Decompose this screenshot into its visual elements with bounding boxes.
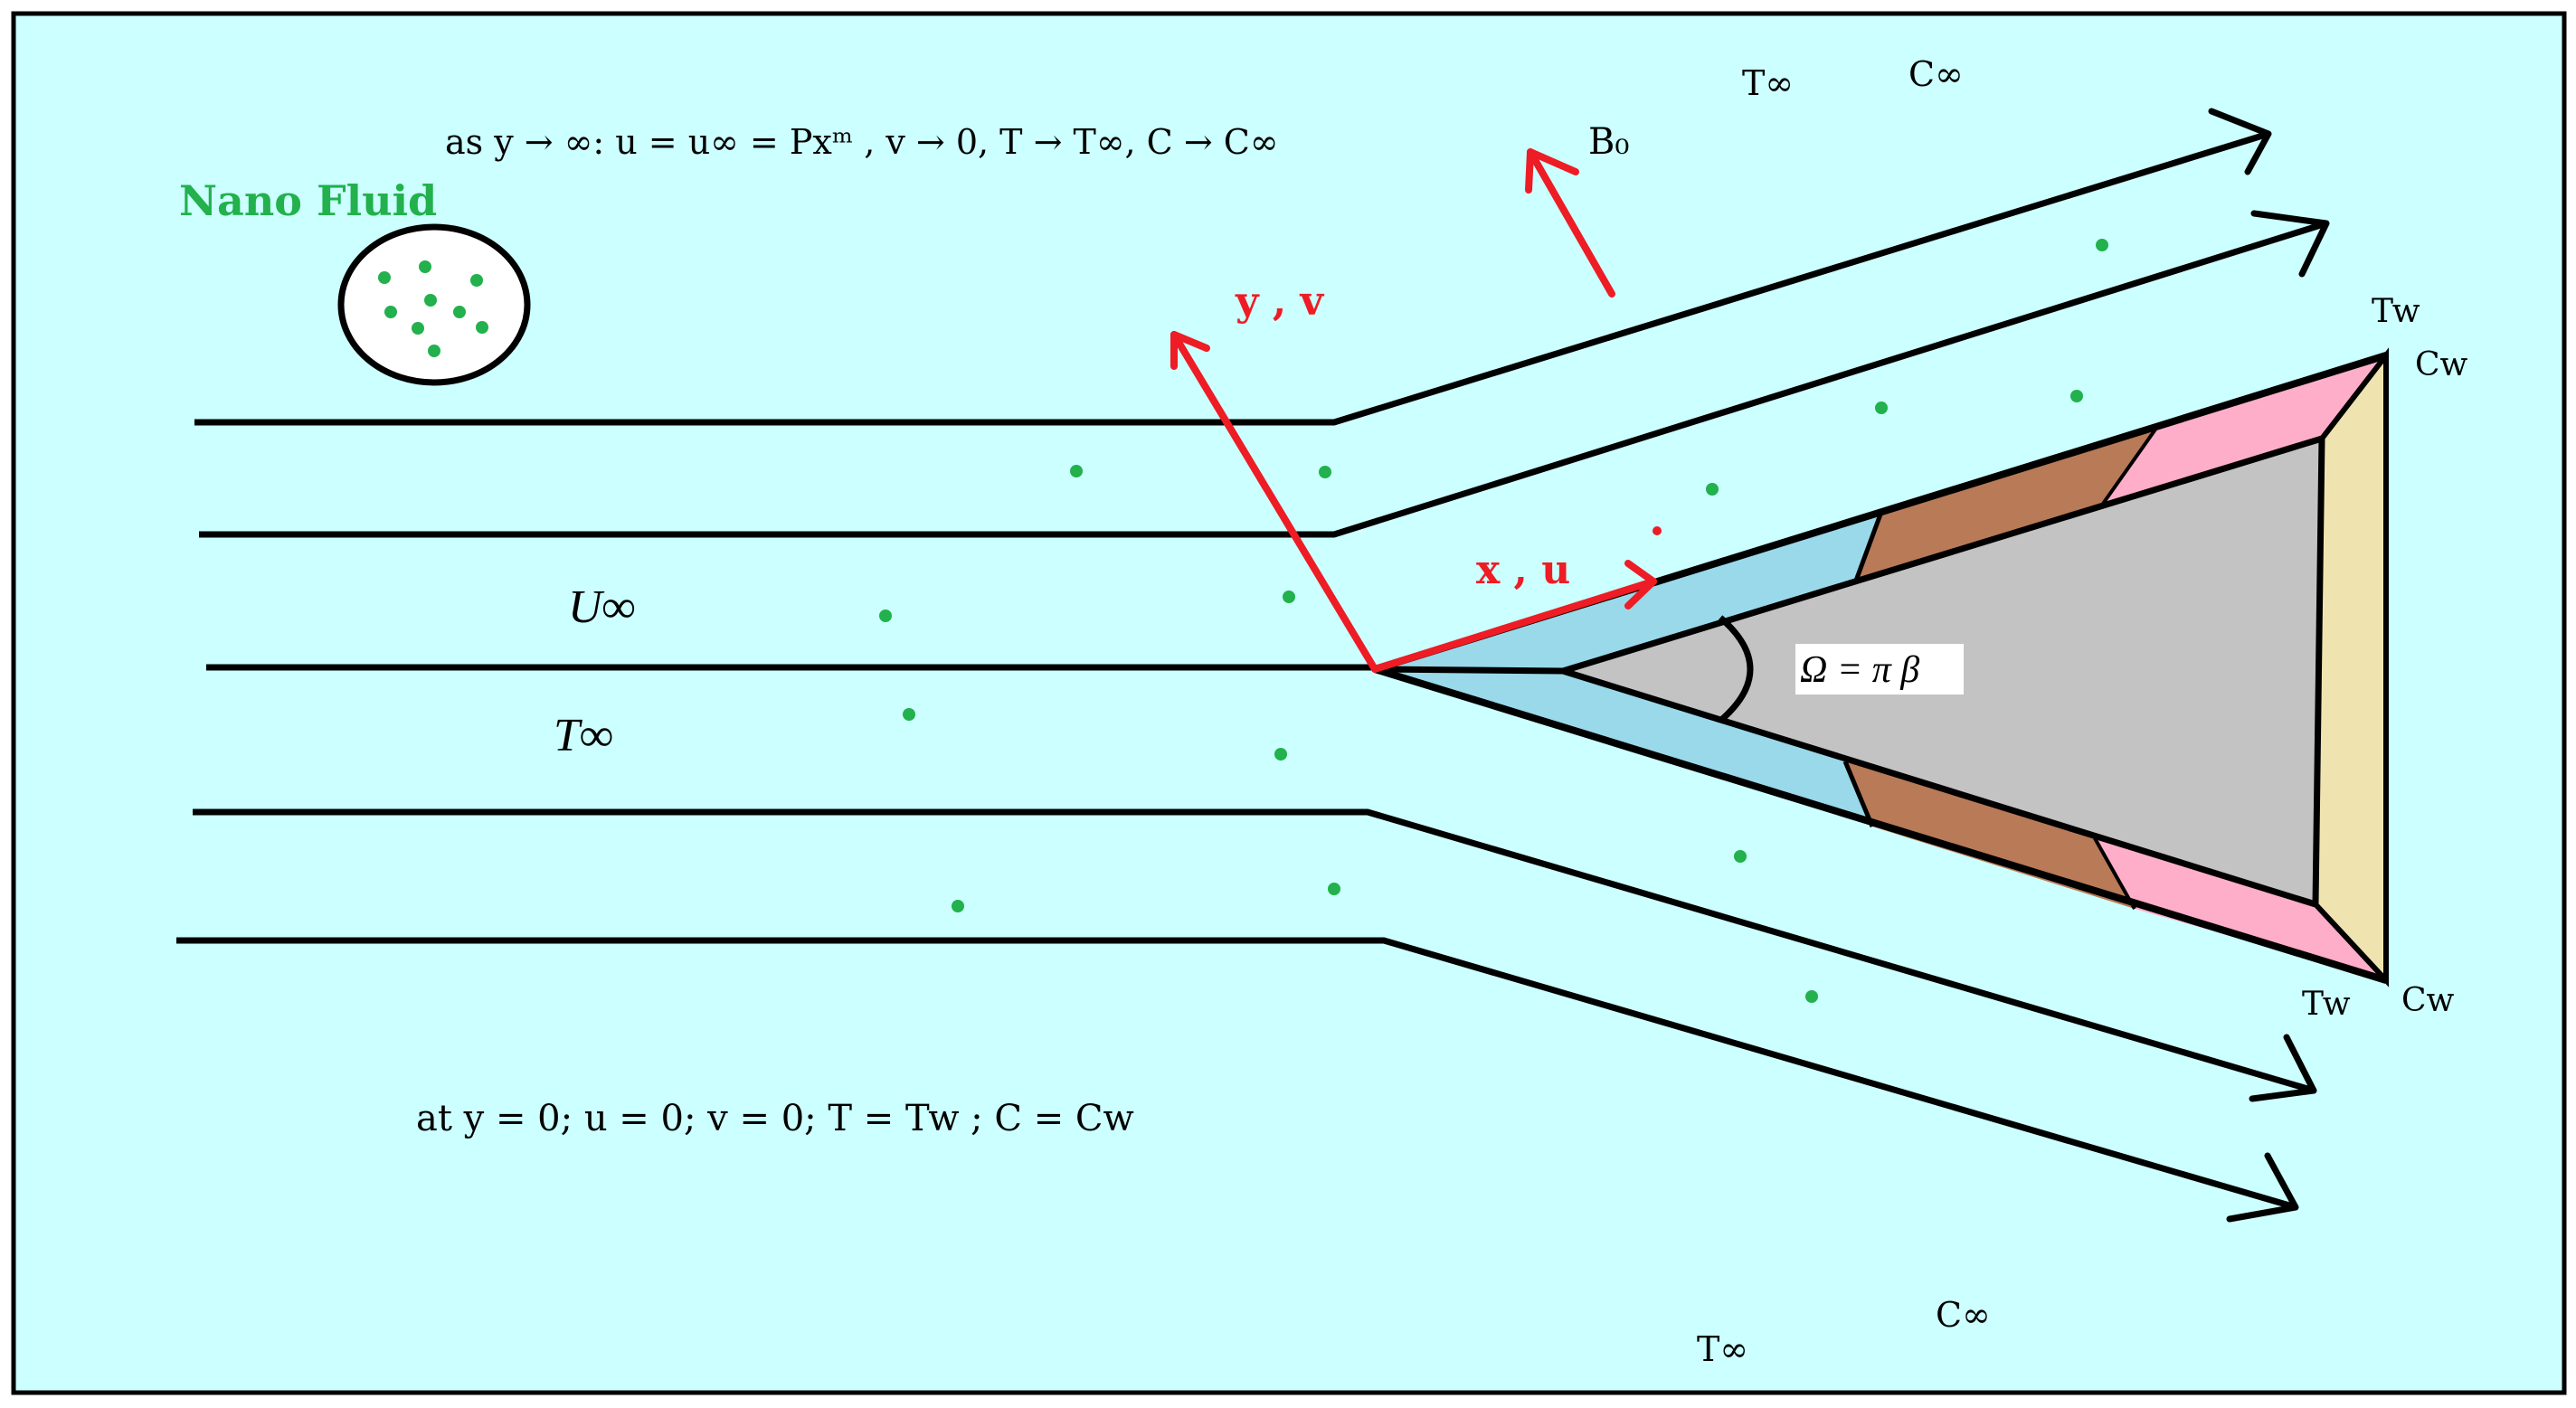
y-axis-label: y , v <box>1235 279 1325 325</box>
magnetic-field-label: B₀ <box>1588 121 1629 163</box>
nanoparticle-dot-icon <box>1283 591 1295 603</box>
streamlines <box>176 130 2328 1211</box>
nanoparticle-dot-icon <box>378 271 391 284</box>
magnetic-field-arrowhead-icon <box>1525 148 1579 194</box>
nanoparticle-dot-icon <box>476 321 488 334</box>
free-stream-temperature-label: T∞ <box>554 710 613 761</box>
wedge-inner-edge <box>1374 434 2325 909</box>
wedge: Ω = π β <box>1373 347 2389 987</box>
far-field-temperature-top: T∞ <box>1742 63 1794 103</box>
nanoparticle-dot-icon <box>952 900 964 912</box>
wall-temperature-top: Tw <box>2372 293 2420 330</box>
streamline-4 <box>193 808 2315 1094</box>
nano-fluid-cluster <box>337 223 531 386</box>
wedge-pink-band-bottom <box>2095 838 2386 980</box>
open-chevron-arrowhead-icon <box>2226 1152 2299 1223</box>
nanoparticle-dot-icon <box>1070 465 1083 477</box>
nano-fluid-label: Nano Fluid <box>179 176 437 225</box>
far-field-concentration-top: C∞ <box>1908 54 1964 94</box>
nanoparticle-dot-icon <box>428 345 440 357</box>
open-chevron-arrowhead-icon <box>2208 108 2272 175</box>
y-axis-line <box>1170 331 1378 673</box>
wedge-pink-band-top <box>2103 355 2386 504</box>
nanoparticle-dot-icon <box>419 260 431 273</box>
free-stream-velocity-label: U∞ <box>568 581 636 633</box>
wall-concentration-top: Cw <box>2415 346 2468 383</box>
nanoparticle-dot-icon <box>1328 883 1340 895</box>
nanoparticle-dot-icon <box>470 274 483 287</box>
far-field-temperature-bottom: T∞ <box>1697 1329 1748 1369</box>
streamline-1 <box>194 130 2270 426</box>
nanoparticle-dot-icon <box>1734 850 1747 863</box>
scattered-nanoparticles <box>879 239 2108 1003</box>
wedge-band-divider <box>2093 837 2136 910</box>
far-field-concentration-bottom: C∞ <box>1936 1295 1991 1335</box>
wedge-angle-arc <box>1718 615 1754 723</box>
y-axis-arrowhead-icon <box>1170 331 1210 370</box>
nanoparticle-dot-icon <box>903 708 915 721</box>
nanoparticle-dot-icon <box>412 322 424 335</box>
streamline-5 <box>176 937 2297 1211</box>
streamline-arrowheads <box>2208 108 2330 1223</box>
wedge-base <box>2312 347 2389 987</box>
wall-temperature-bottom: Tw <box>2302 986 2351 1023</box>
wedge-brown-band-top <box>1856 427 2157 581</box>
coordinate-axes <box>1170 148 1657 673</box>
nanoparticle-dot-icon <box>1319 466 1331 478</box>
nanoparticle-dot-icon <box>879 610 892 622</box>
wedge-band-divider <box>1853 511 1884 581</box>
far-field-condition: as y → ∞: u = u∞ = Pxᵐ , v → 0, T → T∞, … <box>445 122 1278 162</box>
nanoparticle-dot-icon <box>2070 390 2083 402</box>
red-dot-marker <box>1653 526 1662 535</box>
magnetic-field-arrow-line <box>1527 148 1615 298</box>
open-chevron-arrowhead-icon <box>2249 1034 2317 1102</box>
angle-label-bg <box>1795 644 1964 695</box>
nanoparticle-dot-icon <box>384 306 397 318</box>
nanoparticle-dot-icon <box>1274 748 1287 761</box>
nanoparticle-dot-icon <box>453 306 466 318</box>
x-axis-label: x , u <box>1476 547 1570 593</box>
wedge-band-divider <box>1842 761 1875 827</box>
nanoparticle-dot-icon <box>2096 239 2108 251</box>
nanoparticle-dot-icon <box>1706 483 1719 496</box>
wall-concentration-bottom: Cw <box>2401 982 2455 1019</box>
wall-condition: at y = 0; u = 0; v = 0; T = Tw ; C = Cw <box>416 1098 1134 1139</box>
nanoparticle-dot-icon <box>1875 402 1888 414</box>
wedge-angle-label: Ω = π β <box>1800 649 1919 691</box>
nanoparticle-dot-icon <box>424 294 437 307</box>
nanoparticle-dot-icon <box>1805 990 1818 1003</box>
x-axis-line <box>1371 578 1657 673</box>
wedge-brown-band-bottom <box>1845 761 2135 909</box>
wedge-band-divider <box>2101 425 2159 506</box>
wedge-lower-edge <box>1373 666 2388 984</box>
x-axis-arrowhead-icon <box>1624 560 1657 610</box>
streamline-2 <box>199 220 2328 538</box>
open-chevron-arrowhead-icon <box>2250 210 2330 278</box>
